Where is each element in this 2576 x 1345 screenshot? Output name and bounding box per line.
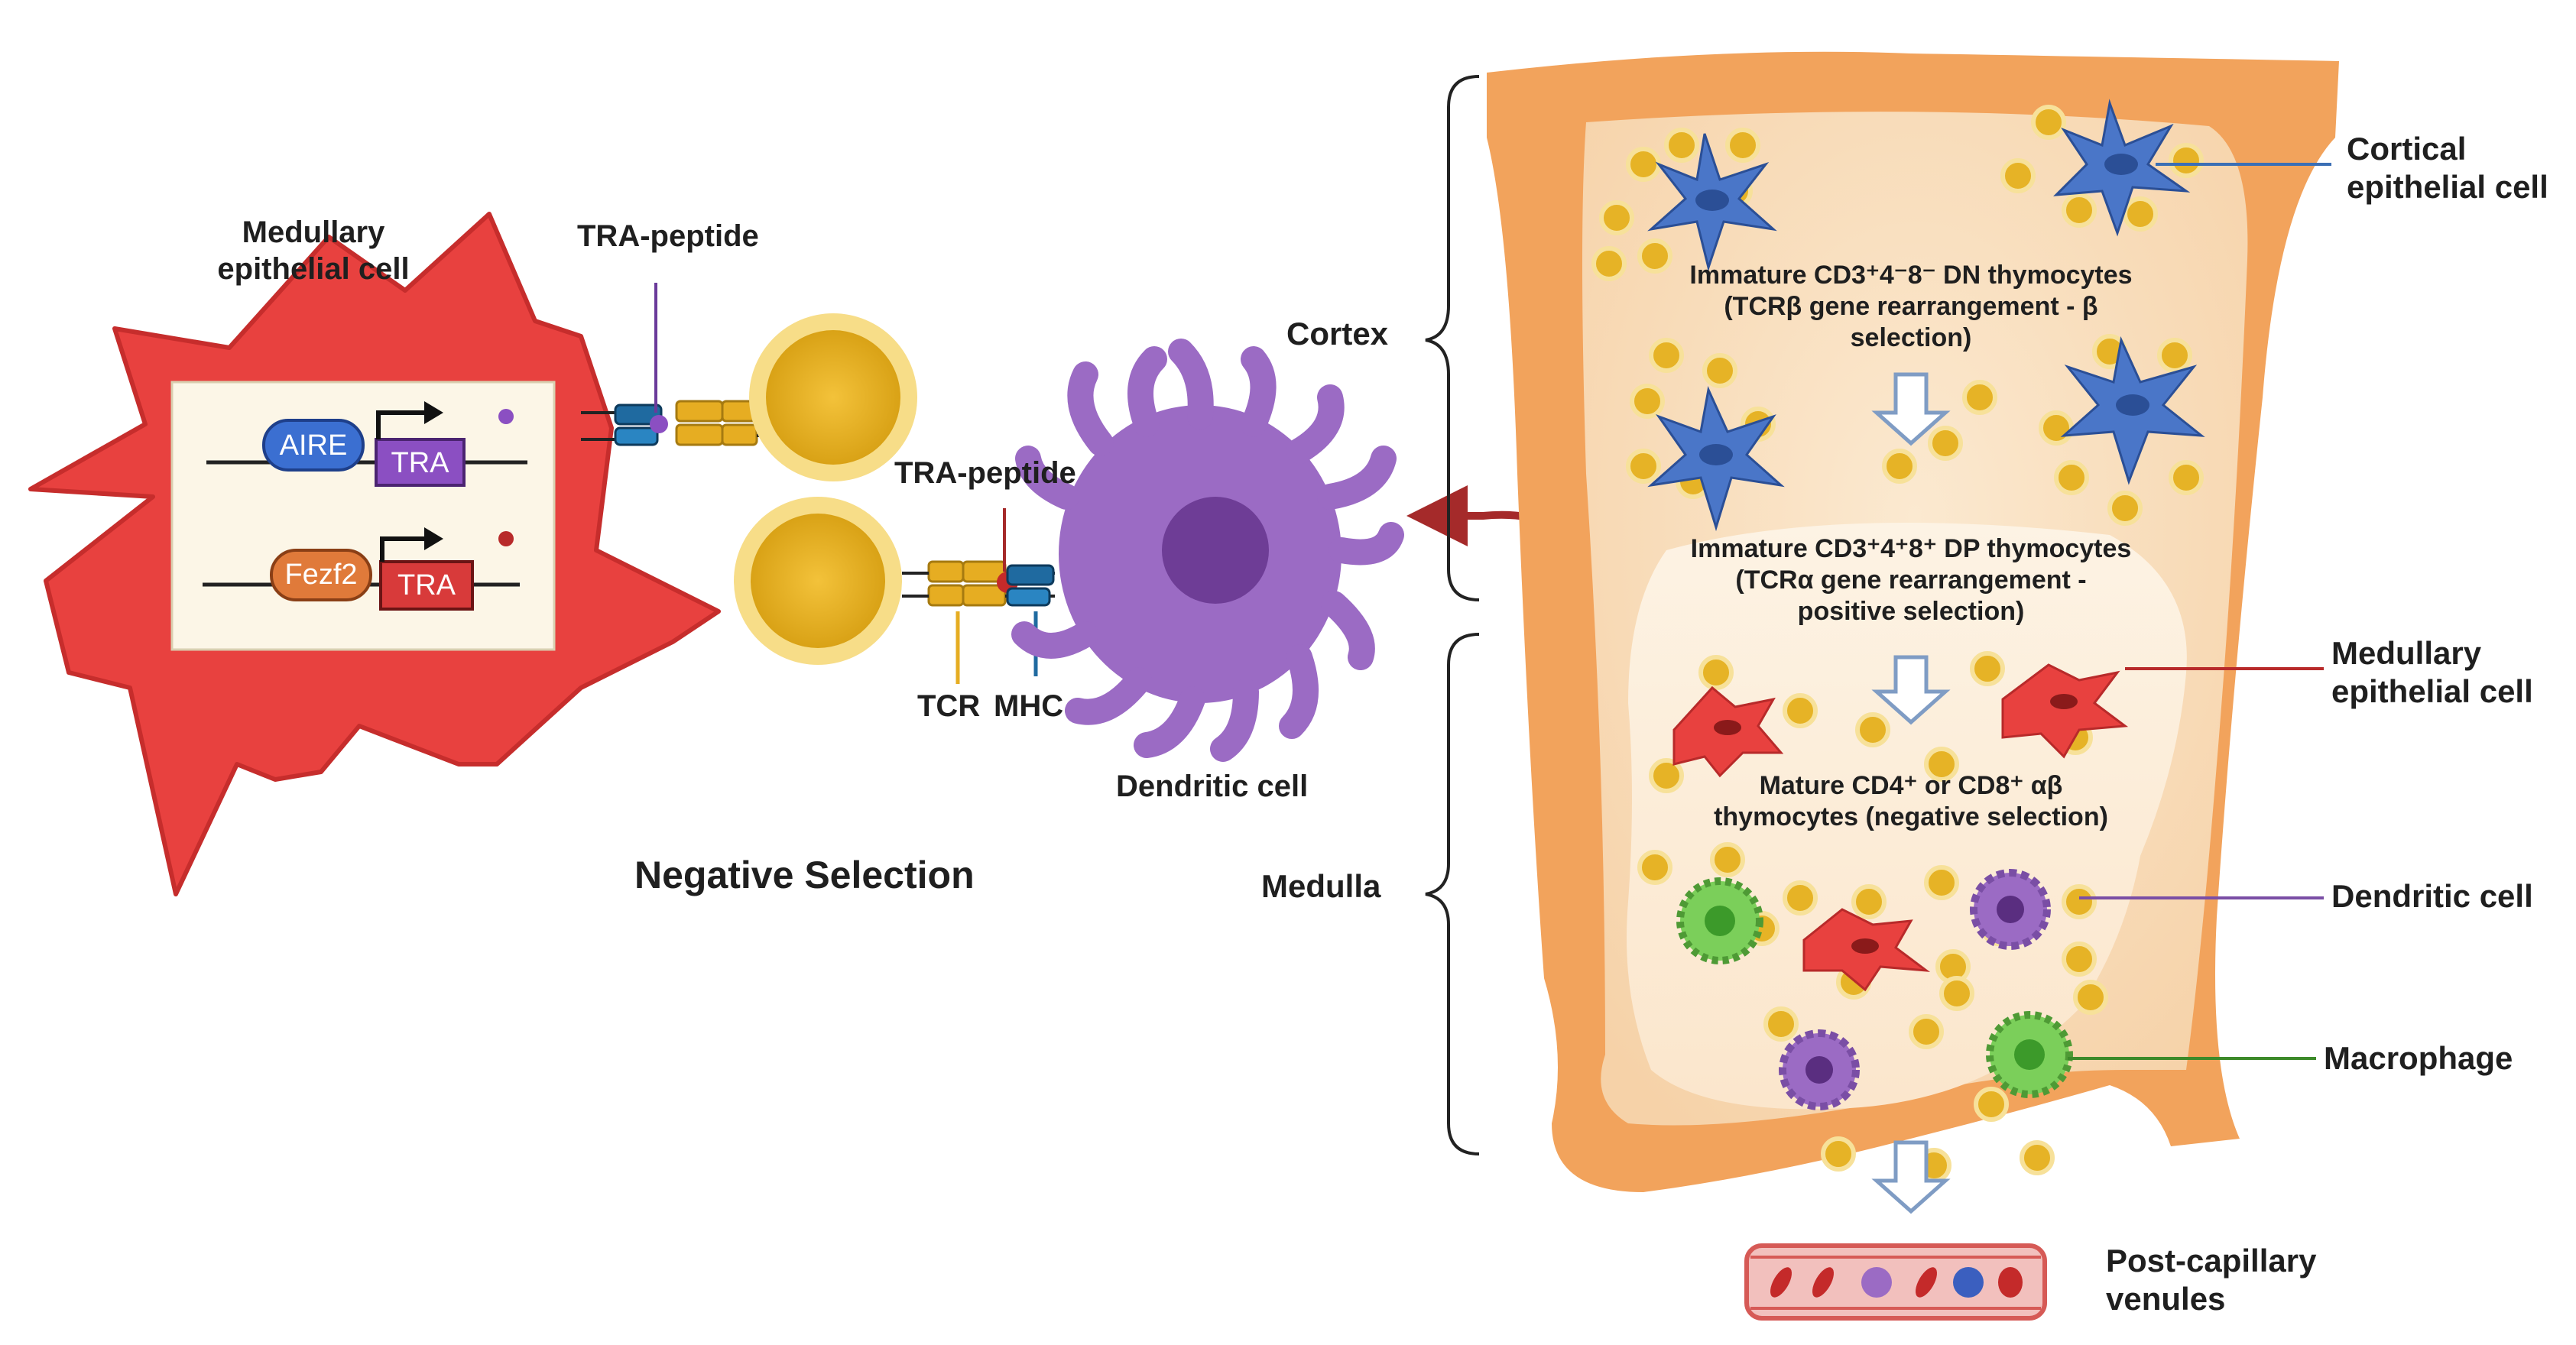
macrophages — [1676, 877, 2073, 1098]
aire-factor — [262, 419, 365, 472]
post-capillary-venule — [1744, 1243, 2047, 1321]
legend-dendritic: Dendritic cell — [2331, 878, 2533, 914]
tra-gene-2 — [379, 560, 474, 611]
cortex-label: Cortex — [1286, 316, 1389, 352]
tra-peptide-label-top: TRA-peptide — [577, 219, 759, 253]
stage2-text: Immature CD3⁺4⁺8⁺ DP thymocytes (TCRα ge… — [1690, 534, 2132, 626]
tra-label-1: TRA — [391, 447, 449, 479]
tcr-top — [675, 400, 724, 423]
stage3-text: Mature CD4⁺ or CD8⁺ αβ thymocytes (negat… — [1714, 771, 2108, 831]
dendritic-cell-large — [1011, 339, 1404, 762]
mec-nucleus-box — [170, 381, 556, 651]
legend-venules: Post-capillary venules — [2106, 1243, 2317, 1317]
cortex-brace — [1425, 75, 1480, 601]
tra-label-2: TRA — [397, 569, 456, 601]
tcr-label: TCR — [917, 689, 981, 723]
flow-arrows — [1871, 372, 1951, 1214]
red-peptide-dot — [498, 531, 514, 546]
dendritic-cell-label: Dendritic cell — [1116, 770, 1309, 803]
medulla-brace — [1425, 633, 1480, 1155]
tra-peptide-label-mid: TRA-peptide — [894, 456, 1076, 490]
legend-medullary: Medullary epithelial cell — [2331, 635, 2533, 710]
mhc-top — [614, 404, 663, 426]
stage1-text: Immature CD3⁺4⁻8⁻ DN thymocytes (TCRβ ge… — [1689, 261, 2133, 352]
dendritic-cells-small — [1779, 869, 2051, 1110]
aire-label: AIRE — [279, 429, 348, 462]
mhc-label: MHC — [994, 689, 1064, 723]
mhc-bottom — [1006, 564, 1055, 586]
tcr-bottom — [927, 560, 965, 583]
mec-title: Medullary epithelial cell — [217, 216, 410, 286]
legend-macrophage: Macrophage — [2324, 1040, 2513, 1076]
legend-cortical: Cortical epithelial cell — [2347, 131, 2548, 206]
tra-peptide-purple — [650, 415, 668, 433]
fezf2-factor — [270, 549, 372, 601]
medulla-label: Medulla — [1261, 868, 1381, 904]
negative-selection-title: Negative Selection — [634, 854, 975, 896]
tra-gene-1 — [375, 438, 466, 487]
fezf2-label: Fezf2 — [284, 559, 358, 591]
purple-peptide-dot — [498, 409, 514, 424]
